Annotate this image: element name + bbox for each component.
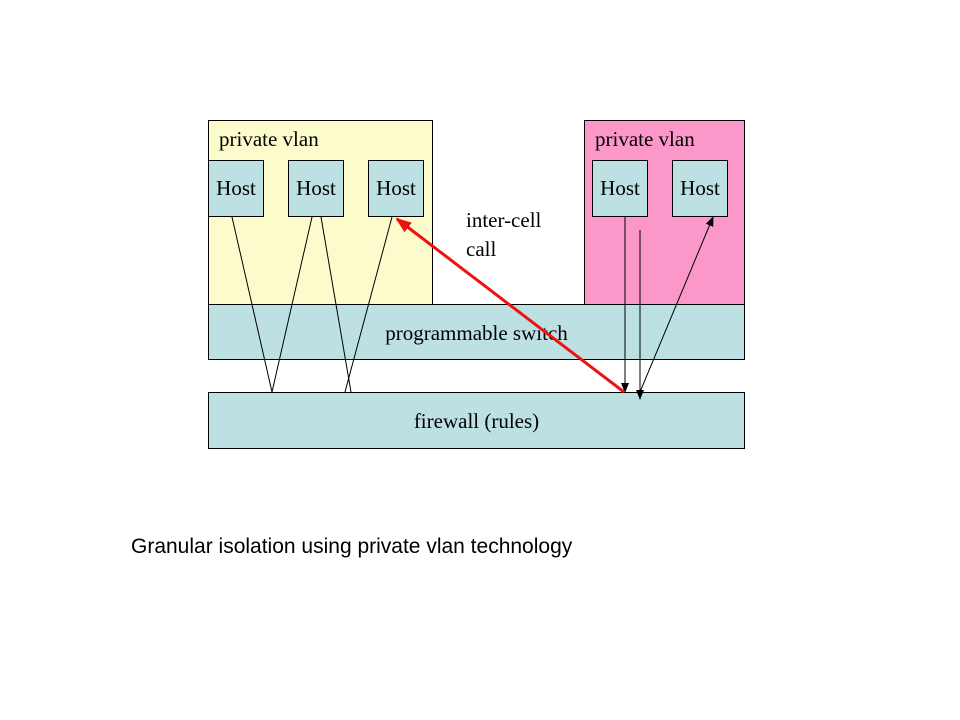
call-label-line2: call <box>466 237 497 261</box>
firewall: firewall (rules) <box>208 392 745 449</box>
host-left-3: Host <box>368 160 424 217</box>
programmable-switch: programmable switch <box>208 304 745 360</box>
vlan-label: private vlan <box>219 127 319 151</box>
inter-cell-call-label: inter-cell call <box>466 206 541 264</box>
slide-caption: Granular isolation using private vlan te… <box>131 535 573 558</box>
host-left-1: Host <box>208 160 264 217</box>
call-label-line1: inter-cell <box>466 208 542 232</box>
vlan-label: private vlan <box>595 127 695 151</box>
host-right-2: Host <box>672 160 728 217</box>
host-left-2: Host <box>288 160 344 217</box>
host-right-1: Host <box>592 160 648 217</box>
